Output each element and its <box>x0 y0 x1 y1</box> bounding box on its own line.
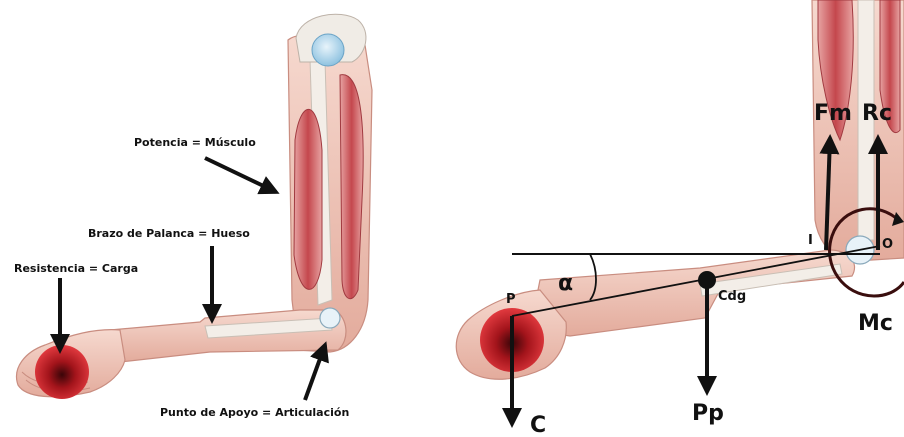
biceps-muscle <box>294 109 322 289</box>
label-pp: Pp <box>692 401 724 426</box>
label-c: C <box>530 413 546 437</box>
shoulder-joint-ball <box>312 34 344 66</box>
label-cdg: Cdg <box>718 289 746 304</box>
left-arm-figure: Potencia = Músculo Brazo de Palanca = Hu… <box>14 14 372 419</box>
label-resistencia: Resistencia = Carga <box>14 262 138 275</box>
arrow-potencia <box>205 158 276 192</box>
load-ball <box>35 345 89 399</box>
right-arm-figure: Fm Rc I O Mc α P Cdg Pp C <box>456 0 904 437</box>
label-rc: Rc <box>862 101 892 126</box>
label-potencia: Potencia = Músculo <box>134 136 256 149</box>
label-fm: Fm <box>814 101 852 126</box>
label-brazo-palanca: Brazo de Palanca = Hueso <box>88 227 250 240</box>
forearm-right <box>530 250 855 336</box>
label-p: P <box>506 292 516 307</box>
elbow-joint <box>320 308 340 328</box>
label-alpha: α <box>558 271 573 296</box>
label-punto-apoyo: Punto de Apoyo = Articulación <box>160 406 349 419</box>
label-i: I <box>808 233 813 248</box>
label-mc: Mc <box>858 311 893 336</box>
arrow-apoyo <box>305 345 325 400</box>
label-o: O <box>882 237 893 252</box>
